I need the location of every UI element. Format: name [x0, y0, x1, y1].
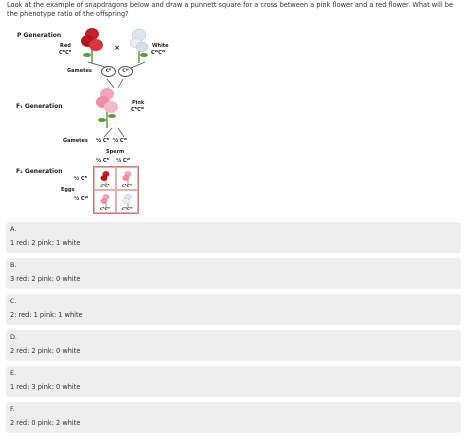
option-e[interactable]: E. 1 red: 3 pink: 0 white	[6, 366, 461, 397]
white-label: White	[152, 43, 169, 49]
pink-label: Pink	[132, 100, 145, 106]
white-flower-icon	[122, 193, 132, 208]
white-flower-icon	[129, 28, 149, 63]
cell-genotype: CᴿCᴿ	[100, 183, 110, 188]
option-letter: E.	[10, 369, 17, 377]
option-letter: D.	[10, 333, 17, 341]
white-genotype: CᵂCᵂ	[151, 50, 166, 56]
egg-w: ½ Cᵂ	[74, 196, 89, 202]
punnett-square: CᴿCᴿ CᴿCᵂ CᴿCᵂ CᵂCᵂ	[93, 166, 139, 214]
p-generation-label: P Generation	[17, 32, 62, 39]
cell-genotype: CᴿCᵂ	[121, 183, 133, 188]
snapdragon-figure: P Generation Red CᴿCᴿ × White CᵂCᵂ Gamet…	[0, 0, 474, 222]
gamete-half-r: ½ Cᴿ	[96, 138, 110, 144]
punnett-cell-rw: CᴿCᵂ	[116, 167, 138, 190]
cell-genotype: CᵂCᵂ	[121, 206, 133, 211]
punnett-cell-ww: CᵂCᵂ	[116, 190, 138, 213]
gametes-label: Gametes	[67, 68, 92, 74]
red-genotype: CᴿCᴿ	[59, 50, 72, 56]
eggs-label: Eggs	[61, 187, 75, 193]
option-f[interactable]: F. 2 red: 0 pink: 2 white	[6, 402, 461, 433]
option-d[interactable]: D. 2 red: 2 pink: 0 white	[6, 330, 461, 361]
option-letter: F.	[10, 405, 15, 413]
sperm-label: Sperm	[106, 149, 125, 155]
cross-symbol: ×	[114, 44, 120, 52]
punnett-cell-rr: CᴿCᴿ	[94, 167, 116, 190]
sperm-r: ½ Cᴿ	[96, 158, 110, 164]
option-letter: C.	[10, 297, 17, 305]
gamete-r: Cᴿ	[101, 66, 116, 77]
option-letter: B.	[10, 261, 17, 269]
gamete-w: Cᵂ	[118, 66, 133, 77]
sperm-w: ½ Cᵂ	[116, 158, 131, 164]
f1-generation-label: F₁ Generation	[16, 103, 63, 110]
pink-flower-icon	[96, 88, 118, 128]
question-text: Look at the example of snapdragons below…	[7, 1, 453, 18]
option-text: 2: red: 1 pink: 1 white	[10, 311, 83, 319]
option-a[interactable]: A. 1 red: 2 pink: 1 white	[6, 222, 461, 253]
option-c[interactable]: C. 2: red: 1 pink: 1 white	[6, 294, 461, 325]
option-text: 1 red: 2 pink: 1 white	[10, 239, 81, 247]
option-text: 3 red: 2 pink: 0 white	[10, 275, 81, 283]
gametes-f1-label: Gametes	[63, 138, 88, 144]
f2-generation-label: F₂ Generation	[16, 168, 63, 175]
cell-genotype: CᴿCᵂ	[99, 206, 111, 211]
pink-flower-icon	[100, 194, 110, 208]
option-letter: A.	[10, 225, 17, 233]
pink-genotype: CᴿCᵂ	[131, 107, 145, 113]
option-text: 2 red: 0 pink: 2 white	[10, 419, 81, 427]
pink-flower-icon	[122, 171, 132, 185]
red-flower-icon	[100, 171, 110, 185]
egg-r: ½ Cᴿ	[74, 176, 88, 182]
option-b[interactable]: B. 3 red: 2 pink: 0 white	[6, 258, 461, 289]
red-flower-icon	[81, 28, 103, 63]
punnett-cell-wr: CᴿCᵂ	[94, 190, 116, 213]
gamete-half-w: ½ Cᵂ	[113, 138, 128, 144]
option-text: 1 red: 3 pink: 0 white	[10, 383, 81, 391]
option-text: 2 red: 2 pink: 0 white	[10, 347, 81, 355]
red-label: Red	[60, 43, 71, 49]
